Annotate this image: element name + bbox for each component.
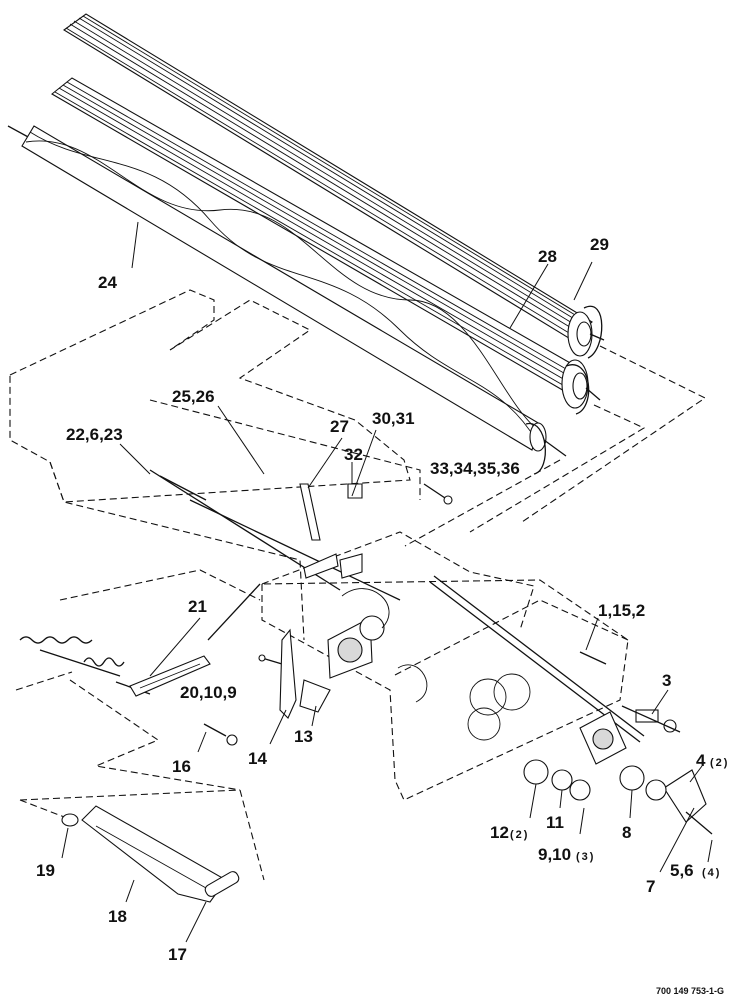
bolt-16 (203, 723, 227, 737)
callout-9-10: 9,10 (538, 845, 571, 864)
bracket-25-26 (303, 553, 339, 579)
rotation-arrow-icon (583, 305, 603, 359)
washer-9 (569, 779, 591, 801)
callout-9-10-qty: (3) (576, 851, 595, 863)
part-14 (279, 628, 297, 719)
bearing-11 (551, 769, 573, 791)
connector-line (159, 475, 207, 501)
callout-13: 13 (294, 727, 313, 746)
bracket-27 (299, 483, 321, 541)
callout-33-36: 33,34,35,36 (430, 459, 520, 478)
spring-assembly (19, 583, 261, 697)
document-number: 700 149 753-1-G (656, 986, 724, 996)
assembly-line (69, 679, 241, 791)
callout-11: 11 (546, 813, 564, 832)
callout-5-6: 5,6 (670, 861, 694, 880)
rotation-arrow-icon (565, 364, 590, 415)
callout-27: 27 (330, 417, 349, 436)
assembly-line (15, 671, 73, 691)
flange-8 (619, 765, 645, 791)
washer-12 (523, 759, 549, 785)
callout-12-qty: (2) (510, 829, 529, 841)
assembly-line (469, 404, 646, 533)
callout-20-10-9: 20,10,9 (180, 683, 237, 702)
bracket-32 (347, 483, 363, 499)
callout-19: 19 (36, 861, 55, 880)
clamp-19 (61, 813, 79, 827)
nut-16 (226, 734, 238, 746)
callout-30-31: 30,31 (372, 409, 415, 428)
assembly-line (19, 789, 241, 801)
callout-12: 12 (490, 823, 509, 842)
callout-17: 17 (168, 945, 187, 964)
bolt-1 (579, 651, 607, 665)
assembly-line (239, 789, 265, 881)
callout-24: 24 (98, 273, 117, 292)
callout-32: 32 (344, 445, 363, 464)
drive-shaft (433, 575, 645, 737)
bracket-4 (663, 769, 707, 823)
callout-18: 18 (108, 907, 127, 926)
sleeve-seam (95, 825, 207, 889)
leader-lines (61, 221, 713, 943)
assembly-line (404, 459, 561, 547)
bolt-head (258, 654, 266, 662)
callout-16: 16 (172, 757, 191, 776)
callout-29: 29 (590, 235, 609, 254)
spiral-roll-24 (7, 125, 567, 457)
callout-3: 3 (662, 671, 671, 690)
callout-28: 28 (538, 247, 557, 266)
callout-22-6-23: 22,6,23 (66, 425, 123, 444)
part-13 (299, 679, 331, 713)
callout-5-6-qty: (4) (702, 867, 721, 879)
callout-4: 4 (696, 751, 706, 770)
callout-7: 7 (646, 877, 655, 896)
callout-labels: 24 28 29 25,26 22,6,23 27 30,31 32 33,34… (36, 235, 729, 964)
callout-21: 21 (188, 597, 207, 616)
bracket-30-31 (339, 553, 363, 579)
callout-1-15-2: 1,15,2 (598, 601, 645, 620)
callout-8: 8 (622, 823, 631, 842)
washer-7 (645, 779, 667, 801)
callout-25-26: 25,26 (172, 387, 215, 406)
middle-roll-28 (51, 77, 601, 409)
upper-roll-29 (63, 13, 605, 357)
callout-4-qty: (2) (710, 757, 729, 769)
callout-14: 14 (248, 749, 267, 768)
washer-34 (443, 495, 453, 505)
assembly-line (521, 345, 707, 523)
frame-outline (9, 289, 629, 801)
bolt-3 (621, 705, 681, 733)
bolt-33 (423, 483, 449, 501)
handle-17 (204, 871, 240, 897)
gear-plate (327, 588, 390, 679)
panel-holes (397, 664, 531, 741)
bearing-center (592, 728, 614, 750)
